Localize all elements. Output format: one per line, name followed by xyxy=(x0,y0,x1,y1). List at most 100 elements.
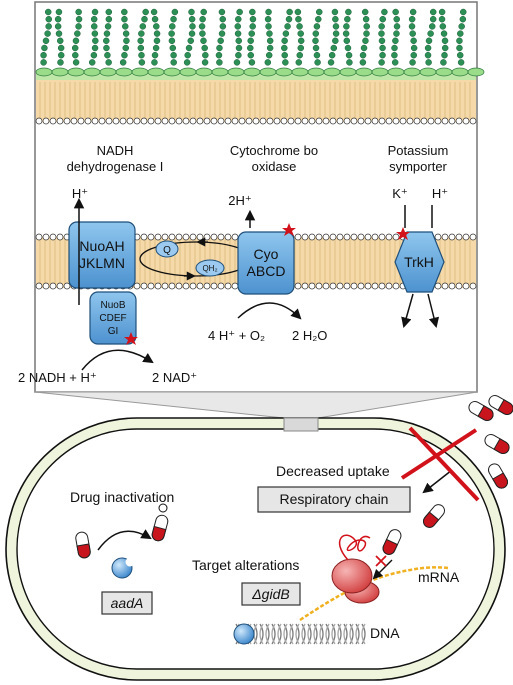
lipid-headgroup xyxy=(315,233,323,241)
lipid-headgroup xyxy=(161,233,169,241)
lipid-headgroup xyxy=(154,282,162,290)
dna-strand-segment xyxy=(337,623,342,645)
lps-headgroup xyxy=(51,67,69,77)
lipid-headgroup xyxy=(112,117,120,125)
dna-strand-segment xyxy=(331,623,336,645)
lps-bead xyxy=(460,8,467,16)
dna-strand-segment xyxy=(289,623,294,645)
lps-bead xyxy=(297,44,305,52)
lipid-headgroup xyxy=(294,282,302,290)
lipid-headgroup xyxy=(448,233,456,241)
lps-bead xyxy=(54,15,62,23)
lps-bead xyxy=(168,30,175,37)
lipid-headgroup xyxy=(413,117,421,125)
lipid-headgroup xyxy=(455,282,463,290)
dna-strand-segment xyxy=(355,623,360,645)
lps-bead xyxy=(378,59,385,66)
lipid-headgroup xyxy=(168,117,176,125)
nadh-title-line2: dehydrogenase I xyxy=(67,159,164,174)
uptake-arrow xyxy=(422,469,453,494)
lipid-headgroup xyxy=(49,233,57,241)
lps-bead xyxy=(105,59,112,66)
dna-strand-segment xyxy=(253,623,258,645)
rna-polymerase xyxy=(233,623,255,645)
lps-bead xyxy=(429,15,437,23)
lipid-headgroup xyxy=(364,117,372,125)
lipid-headgroup xyxy=(448,117,456,125)
lps-bead xyxy=(218,8,226,16)
lipid-headgroup xyxy=(189,282,197,290)
lipid-headgroup xyxy=(455,117,463,125)
antibiotic-pill-icon xyxy=(423,504,445,528)
lipid-headgroup xyxy=(322,282,330,290)
lps-bead xyxy=(381,8,388,16)
lps-bead xyxy=(138,59,146,66)
dna-strand-segment xyxy=(313,623,318,645)
lipid-headgroup xyxy=(168,233,176,241)
lps-bead xyxy=(55,30,63,37)
antibiotic-pill-icon xyxy=(151,514,169,542)
lipid-headgroup xyxy=(462,117,470,125)
lps-bead xyxy=(54,23,62,30)
lps-bead xyxy=(152,44,160,52)
lipid-headgroup xyxy=(406,117,414,125)
lps-bead xyxy=(151,59,158,66)
lipid-headgroup xyxy=(385,282,393,290)
lps-bead xyxy=(55,8,63,16)
trkh-box xyxy=(394,231,445,293)
lps-headgroup xyxy=(67,67,85,77)
lps-bead xyxy=(281,44,288,52)
lps-bead xyxy=(343,37,351,45)
lps-bead xyxy=(332,15,339,23)
lipid-headgroup xyxy=(308,282,316,290)
lps-bead xyxy=(151,51,159,59)
lps-bead xyxy=(150,8,158,16)
lps-bead xyxy=(153,30,161,37)
lipid-headgroup xyxy=(56,117,64,125)
lps-bead xyxy=(441,51,448,59)
dna-strand-segment xyxy=(295,623,300,645)
lps-bead xyxy=(360,44,368,52)
lipid-headgroup xyxy=(273,117,281,125)
lps-bead xyxy=(410,44,418,52)
lps-bead xyxy=(104,51,111,59)
zoom-region xyxy=(283,417,319,432)
lipid-headgroup xyxy=(35,117,43,125)
dna-strand-segment xyxy=(265,623,270,645)
cyo-box-line1: Cyo xyxy=(254,246,279,262)
lipid-headgroup xyxy=(441,117,449,125)
lipid-headgroup xyxy=(315,282,323,290)
lipid-headgroup xyxy=(70,117,78,125)
lps-headgroup xyxy=(131,67,149,77)
lps-bead xyxy=(266,37,274,45)
lipid-headgroup xyxy=(42,117,50,125)
lps-bead xyxy=(198,23,206,30)
lipid-headgroup xyxy=(455,233,463,241)
lps-bead xyxy=(456,37,463,45)
lps-bead xyxy=(439,23,447,30)
lps-bead xyxy=(202,51,209,59)
lipid-headgroup xyxy=(140,233,148,241)
lipid-headgroup xyxy=(189,117,197,125)
lps-bead xyxy=(359,59,367,66)
lps-bead xyxy=(282,59,289,66)
lipid-headgroup xyxy=(469,282,477,290)
lps-bead xyxy=(188,30,196,37)
lps-bead xyxy=(315,8,323,16)
nuo-sub-line2: CDEF xyxy=(99,313,126,324)
lps-bead xyxy=(456,44,463,52)
lps-bead xyxy=(122,23,129,30)
lps-bead xyxy=(248,30,255,37)
lps-headgroups xyxy=(35,67,485,77)
lipid-headgroup xyxy=(448,282,456,290)
lps-bead xyxy=(91,44,99,52)
lipid-headgroup xyxy=(357,117,365,125)
lps-bead xyxy=(392,8,399,16)
lipid-headgroup xyxy=(350,117,358,125)
lipid-headgroup xyxy=(441,233,449,241)
gidb-label: ΔgidB xyxy=(251,586,289,602)
outer-membrane-inner-headgroups xyxy=(35,117,477,125)
lipid-headgroup xyxy=(210,117,218,125)
lps-bead xyxy=(141,15,148,23)
lps-bead xyxy=(379,44,386,52)
